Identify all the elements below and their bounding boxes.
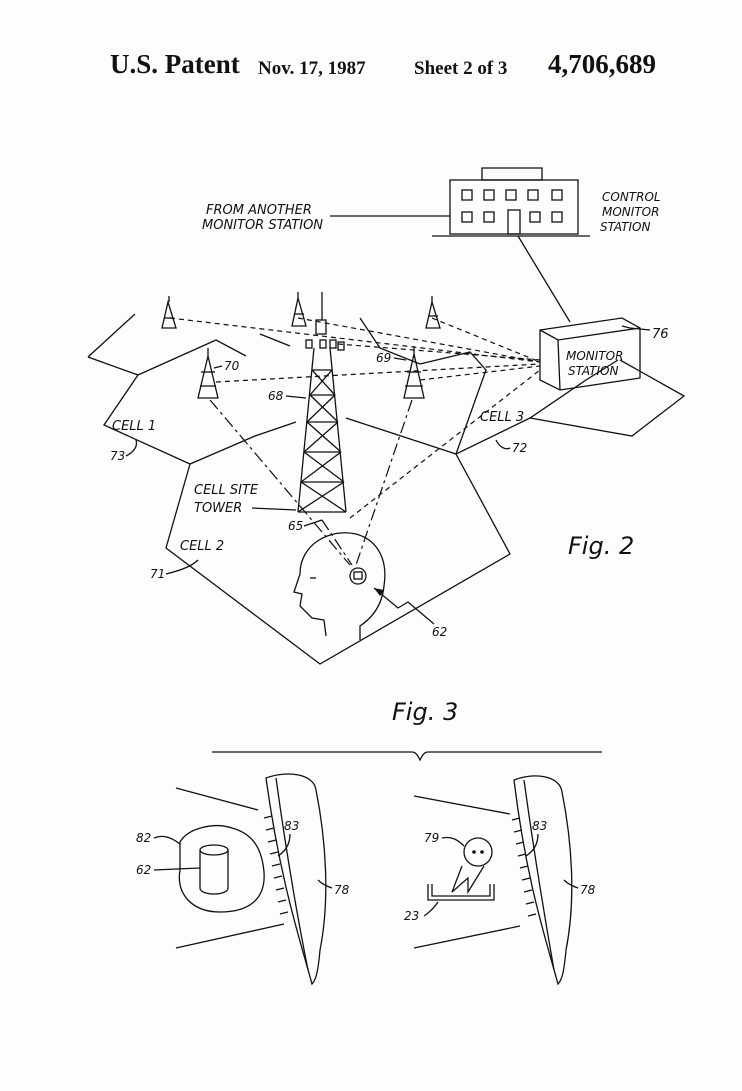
cell-site-label-1: CELL SITE (194, 483, 259, 498)
cell-2-label: CELL 2 (180, 539, 224, 554)
ref-71: 71 (150, 567, 165, 581)
ref-83-left: 83 (284, 819, 299, 833)
tower-69 (404, 346, 424, 398)
ref-83-right: 83 (532, 819, 547, 833)
fig3-left-panel: 82 62 83 78 (136, 774, 350, 984)
monitor-station-label-1: MONITOR (566, 349, 623, 363)
ref-62-fig3: 62 (136, 863, 151, 877)
ref-62: 62 (432, 625, 447, 639)
control-label-1: CONTROL (602, 190, 661, 204)
cell-1-label: CELL 1 (112, 419, 156, 434)
fig3-right-panel: 79 23 83 78 (404, 776, 596, 984)
small-tower-1 (162, 296, 176, 328)
cell-3-label: CELL 3 (480, 410, 524, 425)
control-label-2: MONITOR (602, 205, 659, 219)
from-another-label-2: MONITOR STATION (202, 218, 323, 233)
monitor-station-label-2: STATION (568, 364, 618, 378)
ref-68: 68 (268, 389, 284, 403)
small-tower-3 (426, 296, 440, 328)
cell-site-label-2: TOWER (194, 501, 242, 516)
fig-2-caption: Fig. 2 (568, 532, 634, 560)
ref-72: 72 (512, 441, 527, 455)
from-another-label: FROM ANOTHER (206, 203, 312, 218)
ref-69: 69 (376, 351, 391, 365)
ref-79: 79 (424, 831, 439, 845)
ref-78-right: 78 (580, 883, 596, 897)
control-building (432, 168, 590, 236)
tower-70 (198, 348, 218, 398)
ref-70: 70 (224, 359, 240, 373)
ref-76: 76 (652, 327, 669, 342)
figure-2: FROM ANOTHER MONITOR STATION CONTROL MON… (88, 168, 684, 664)
fig-3-caption: Fig. 3 (392, 698, 458, 726)
ref-23: 23 (404, 909, 419, 923)
ref-65: 65 (288, 519, 303, 533)
ref-82: 82 (136, 831, 151, 845)
control-label-3: STATION (600, 220, 650, 234)
small-tower-2 (292, 292, 306, 326)
figure-3: Fig. 3 82 (136, 698, 602, 984)
ref-78-left: 78 (334, 883, 350, 897)
head-figure (294, 533, 434, 640)
ref-73: 73 (110, 449, 125, 463)
